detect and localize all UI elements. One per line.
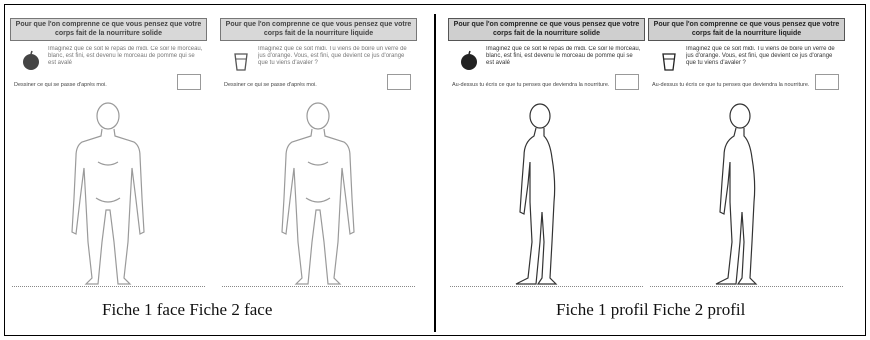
juice-glass-icon <box>658 50 680 72</box>
sheet-2-face: Pour que l'on comprenne ce que vous pens… <box>216 10 421 300</box>
sheet-1-face: Pour que l'on comprenne ce que vous pens… <box>6 10 211 300</box>
sheet-text: Imaginez que ce soit midi. Tu viens de b… <box>258 46 413 74</box>
panel-face: Pour que l'on comprenne ce que vous pens… <box>6 10 426 335</box>
human-figure-front <box>6 102 211 292</box>
answer-box <box>177 74 201 90</box>
sheet-header: Pour que l'on comprenne ce que vous pens… <box>220 18 417 41</box>
sheet-question: Dessiner ce qui se passe d'après moi. <box>224 82 413 96</box>
sheet-header: Pour que l'on comprenne ce que vous pens… <box>448 18 645 41</box>
sheet-question: Au-dessus tu écris ce que tu penses que … <box>452 82 641 96</box>
human-figure-front <box>216 102 421 292</box>
sheet-header: Pour que l'on comprenne ce que vous pens… <box>648 18 845 41</box>
sheet-text: Imaginez que ce soit le repas de midi. C… <box>486 46 641 74</box>
human-figure-profile <box>444 102 649 292</box>
sheet-footer <box>450 286 643 295</box>
sheet-footer <box>650 286 843 295</box>
juice-glass-icon <box>230 50 252 72</box>
caption-face: Fiche 1 face Fiche 2 face <box>102 300 272 320</box>
panel-divider <box>434 14 436 332</box>
sheet-header: Pour que l'on comprenne ce que vous pens… <box>10 18 207 41</box>
answer-box <box>387 74 411 90</box>
answer-box <box>615 74 639 90</box>
sheet-text: Imaginez que ce soit le repas de midi. C… <box>48 46 203 74</box>
sheet-question: Au-dessus tu écris ce que tu penses que … <box>652 82 841 96</box>
sheet-footer <box>222 286 415 295</box>
caption-profil: Fiche 1 profil Fiche 2 profil <box>556 300 745 320</box>
sheet-1-profil: Pour que l'on comprenne ce que vous pens… <box>444 10 649 300</box>
sheet-text: Imaginez que ce soit midi. Tu viens de b… <box>686 46 841 74</box>
sheet-question: Dessiner ce qui se passe d'après moi. <box>14 82 203 96</box>
apple-icon <box>458 50 480 72</box>
sheet-footer <box>12 286 205 295</box>
panel-profil: Pour que l'on comprenne ce que vous pens… <box>444 10 864 335</box>
apple-icon <box>20 50 42 72</box>
human-figure-profile <box>644 102 849 292</box>
sheet-2-profil: Pour que l'on comprenne ce que vous pens… <box>644 10 849 300</box>
answer-box <box>815 74 839 90</box>
